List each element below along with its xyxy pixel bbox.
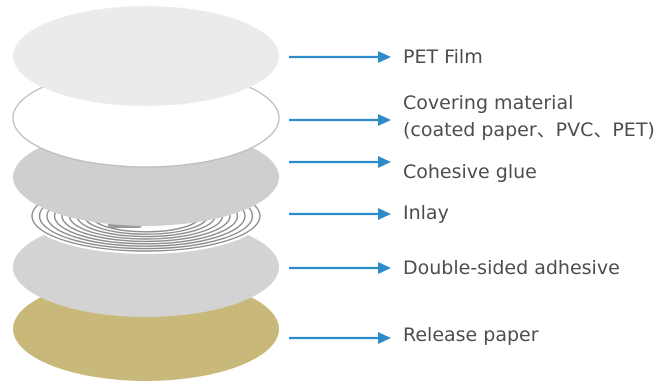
label-pet-film: PET Film [403, 46, 483, 68]
pet-film-disc [13, 6, 279, 106]
label-cohesive-glue: Cohesive glue [403, 161, 537, 183]
label-inlay: Inlay [403, 202, 449, 224]
arrow-cohesive-glue [289, 156, 391, 168]
label-covering-material: Covering material [403, 92, 573, 114]
arrow-inlay [289, 208, 391, 220]
label-release-paper: Release paper [403, 324, 539, 346]
arrow-pet-film [289, 51, 391, 63]
arrow-covering-material [289, 114, 391, 126]
arrow-double-sided-adhesive [289, 262, 391, 274]
label-covering-material-detail: (coated paper、PVC、PET) [403, 119, 655, 141]
arrow-release-paper [289, 332, 391, 344]
label-double-sided-adhesive: Double-sided adhesive [403, 257, 620, 279]
